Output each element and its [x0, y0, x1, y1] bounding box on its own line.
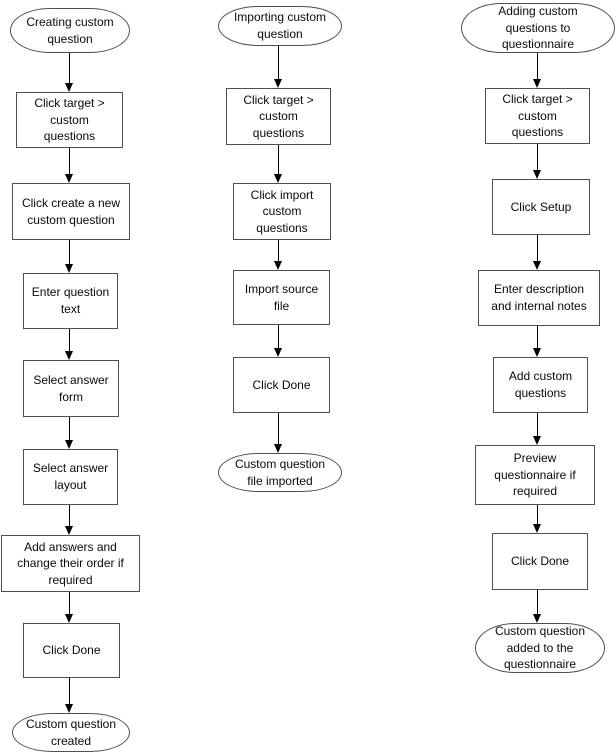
flow3-step-label: Click Done [510, 554, 570, 569]
arrow-down [65, 148, 74, 183]
arrow-down [65, 53, 74, 92]
arrow-down [65, 592, 74, 623]
flow2-step-click-import: Click import custom questions [233, 183, 331, 240]
flow1-start-label: Creating custom question [26, 14, 114, 46]
arrow-down [65, 240, 74, 273]
flow2-step-label: Click import custom questions [250, 187, 314, 235]
flow2-step-click-done: Click Done [233, 357, 330, 413]
flow1-step-label: Add answers and change their order if re… [17, 539, 124, 587]
flow3-step-click-done: Click Done [492, 533, 588, 590]
flow3-step-label: Enter description and internal notes [491, 282, 587, 313]
flow1-start-terminator: Creating custom question [10, 8, 130, 53]
arrow-down [274, 46, 283, 88]
arrow-down [533, 235, 542, 270]
arrow-down [274, 413, 283, 453]
flow1-step-select-form: Select answer form [23, 360, 119, 417]
flow1-end-terminator: Custom question created [12, 713, 130, 752]
flow3-step-preview: Preview questionnaire if required [475, 445, 595, 505]
flow1-step-add-answers: Add answers and change their order if re… [1, 535, 140, 592]
arrow-down [533, 144, 542, 179]
flow3-start-terminator: Adding custom questions to questionnaire [461, 3, 615, 53]
arrow-down [274, 145, 283, 183]
flow1-step-label: Click Done [42, 643, 101, 658]
flow2-step-label: Import source file [244, 281, 319, 313]
flow2-step-import-file: Import source file [233, 270, 330, 325]
arrow-down [65, 329, 74, 360]
arrow-down [65, 417, 74, 449]
arrow-down [274, 240, 283, 270]
flow3-step-label: Add custom questions [508, 369, 573, 400]
flow1-step-label: Enter question text [31, 285, 110, 316]
flow3-step-click-setup: Click Setup [492, 179, 590, 235]
flow2-step-label: Click Done [252, 377, 311, 392]
flow1-step-label: Click create a new custom question [21, 195, 121, 227]
flow1-step-label: Click target > custom questions [34, 96, 105, 144]
arrow-down [274, 325, 283, 357]
flow2-step-click-target: Click target > custom questions [226, 88, 331, 145]
flow3-step-add-questions: Add custom questions [493, 357, 588, 413]
flow1-step-click-target: Click target > custom questions [16, 92, 123, 148]
arrow-down [533, 505, 542, 533]
flow2-end-terminator: Custom question file imported [218, 453, 342, 492]
arrow-down [533, 413, 542, 445]
flow2-start-terminator: Importing custom question [218, 6, 342, 46]
flow1-step-label: Select answer layout [32, 461, 109, 492]
arrow-down [65, 678, 74, 713]
flow3-step-label: Preview questionnaire if required [494, 451, 576, 499]
flow2-end-label: Custom question file imported [234, 456, 326, 488]
flow3-step-enter-description: Enter description and internal notes [478, 270, 600, 326]
flow3-step-label: Click Setup [510, 199, 572, 214]
arrow-down [533, 326, 542, 357]
arrow-down [533, 53, 542, 88]
flow3-start-label: Adding custom questions to questionnaire [498, 4, 578, 52]
flow3-end-label: Custom question added to the questionnai… [494, 624, 586, 672]
flow2-start-label: Importing custom question [233, 10, 327, 41]
flow2-step-label: Click target > custom questions [243, 92, 314, 140]
flow3-end-terminator: Custom question added to the questionnai… [475, 623, 605, 673]
flow3-step-click-target: Click target > custom questions [485, 88, 590, 144]
flow3-step-label: Click target > custom questions [502, 92, 573, 140]
arrow-down [533, 590, 542, 623]
flow1-step-enter-text: Enter question text [23, 273, 118, 329]
flow1-step-label: Select answer form [33, 372, 109, 404]
flow1-step-click-done: Click Done [23, 623, 120, 678]
flow1-step-create-new: Click create a new custom question [12, 183, 130, 240]
arrow-down [65, 505, 74, 535]
flow1-step-select-layout: Select answer layout [23, 449, 118, 505]
flow1-end-label: Custom question created [25, 716, 117, 748]
